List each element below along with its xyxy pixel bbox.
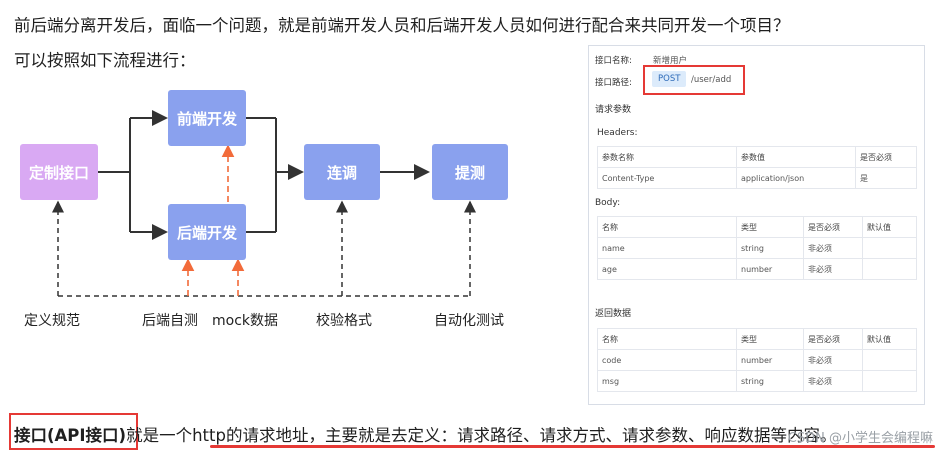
api-path-label: 接口路径: bbox=[595, 78, 632, 88]
cell: number bbox=[736, 349, 804, 371]
cell bbox=[862, 258, 917, 280]
col-header: 默认值 bbox=[862, 216, 917, 238]
params-title: 请求参数 bbox=[595, 105, 632, 115]
api-path-value: /user/add bbox=[691, 75, 732, 85]
table-row: code number 非必须 bbox=[597, 349, 917, 371]
label-mock: mock数据 bbox=[212, 313, 279, 329]
col-header: 参数值 bbox=[736, 146, 856, 168]
cell: 非必须 bbox=[803, 370, 863, 392]
cell: 是 bbox=[855, 167, 917, 189]
col-header: 类型 bbox=[736, 328, 804, 350]
cell bbox=[862, 349, 917, 371]
body-table: 名称 类型 是否必须 默认值 name string 非必须 age numbe… bbox=[597, 216, 917, 280]
cell: 非必须 bbox=[803, 349, 863, 371]
cell bbox=[862, 370, 917, 392]
body-title: Body: bbox=[595, 198, 621, 208]
headers-table: 参数名称 参数值 是否必须 Content-Type application/j… bbox=[597, 146, 917, 189]
label-auto-test: 自动化测试 bbox=[434, 313, 504, 329]
cell: code bbox=[597, 349, 737, 371]
cell: application/json bbox=[736, 167, 856, 189]
intro-line-1: 前后端分离开发后，面临一个问题，就是前端开发人员和后端开发人员如何进行配合来共同… bbox=[14, 16, 790, 35]
col-header: 是否必须 bbox=[855, 146, 917, 168]
cell: string bbox=[736, 370, 804, 392]
table-row: msg string 非必须 bbox=[597, 370, 917, 392]
intro-line-2: 可以按照如下流程进行： bbox=[14, 51, 196, 70]
keyword-highlight-box bbox=[9, 413, 138, 450]
label-verify: 校验格式 bbox=[316, 313, 372, 329]
watermark: CSDN @小学生会编程嘛 bbox=[787, 431, 933, 446]
cell: 非必须 bbox=[803, 258, 863, 280]
definition-keyword: 接口(API接口) bbox=[14, 426, 127, 445]
cell: age bbox=[597, 258, 737, 280]
node-frontend: 前端开发 bbox=[168, 90, 246, 146]
table-row: Content-Type application/json 是 bbox=[597, 167, 917, 189]
col-header: 是否必须 bbox=[803, 216, 863, 238]
response-table: 名称 类型 是否必须 默认值 code number 非必须 msg strin… bbox=[597, 328, 917, 392]
flow-connectors bbox=[52, 110, 476, 297]
label-spec: 定义规范 bbox=[24, 313, 80, 329]
definition-text: 就是一个http的请求地址，主要就是去定义：请求路径、请求方式、请求参数、响应数… bbox=[126, 426, 837, 445]
cell: 非必须 bbox=[803, 237, 863, 259]
col-header: 默认值 bbox=[862, 328, 917, 350]
api-name-value: 新增用户 bbox=[653, 56, 688, 66]
col-header: 是否必须 bbox=[803, 328, 863, 350]
label-self-test: 后端自测 bbox=[142, 313, 198, 329]
cell: Content-Type bbox=[597, 167, 737, 189]
cell: msg bbox=[597, 370, 737, 392]
api-doc-panel: 接口名称: 新增用户 接口路径: POST /user/add 请求参数 Hea… bbox=[588, 45, 925, 405]
node-define: 定制接口 bbox=[20, 144, 98, 200]
response-title: 返回数据 bbox=[595, 309, 632, 319]
api-name-label: 接口名称: bbox=[595, 56, 632, 66]
col-header: 类型 bbox=[736, 216, 804, 238]
node-backend: 后端开发 bbox=[168, 204, 246, 260]
path-highlight-box bbox=[643, 65, 745, 95]
cell: name bbox=[597, 237, 737, 259]
col-header: 名称 bbox=[597, 328, 737, 350]
node-integrate: 连调 bbox=[304, 144, 380, 200]
method-badge: POST bbox=[652, 71, 687, 87]
cell bbox=[862, 237, 917, 259]
col-header: 名称 bbox=[597, 216, 737, 238]
col-header: 参数名称 bbox=[597, 146, 737, 168]
cell: string bbox=[736, 237, 804, 259]
table-row: name string 非必须 bbox=[597, 237, 917, 259]
headers-title: Headers: bbox=[597, 128, 638, 138]
cell: number bbox=[736, 258, 804, 280]
node-test: 提测 bbox=[432, 144, 508, 200]
table-row: age number 非必须 bbox=[597, 258, 917, 280]
definition-underline bbox=[210, 445, 935, 448]
flow-diagram: 定制接口 前端开发 后端开发 连调 提测 定义规范 后端自测 mock数据 校验… bbox=[0, 78, 580, 338]
definition-line: 接口(API接口)就是一个http的请求地址，主要就是去定义：请求路径、请求方式… bbox=[14, 422, 836, 446]
